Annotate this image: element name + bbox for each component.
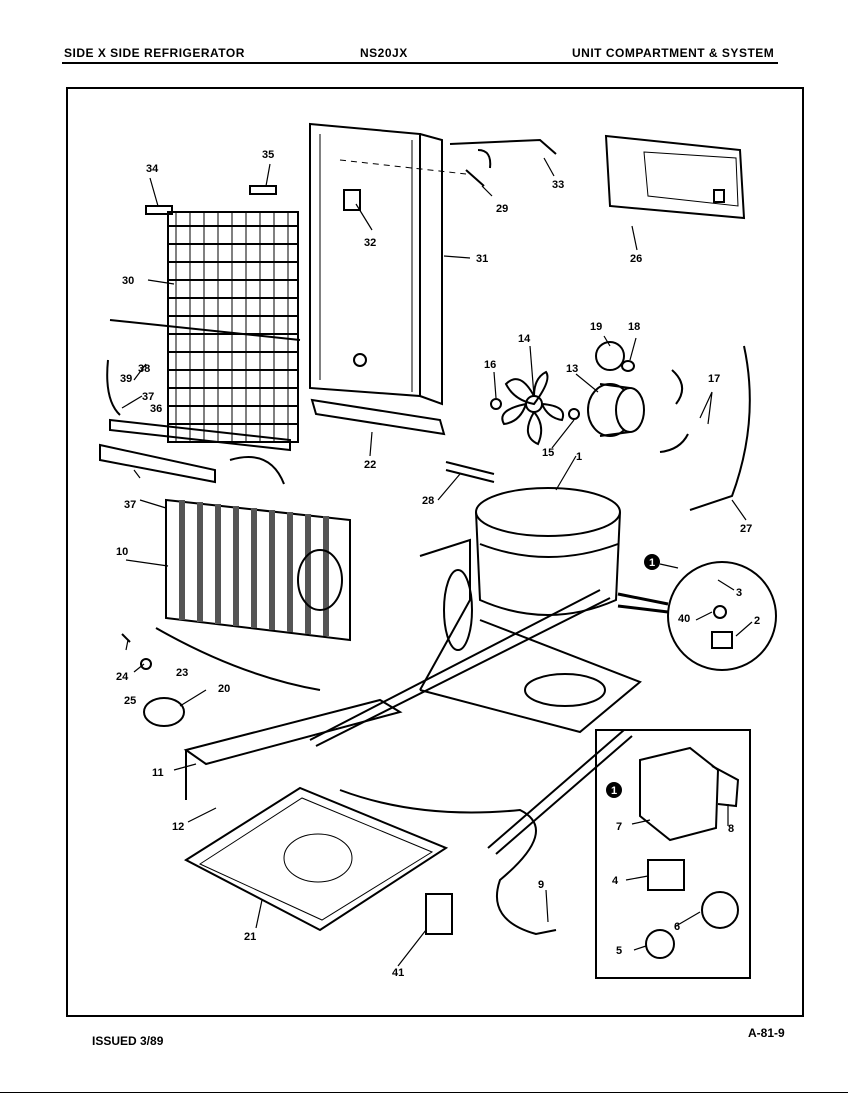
part-2-terminal	[711, 631, 733, 649]
callout-4: 4	[612, 875, 619, 887]
part-5-overload	[645, 929, 675, 959]
condenser	[165, 498, 351, 642]
callout-6: 6	[674, 921, 680, 933]
part-19-grommet	[595, 341, 625, 371]
callout-3: 3	[736, 587, 742, 599]
callout-33: 33	[552, 179, 564, 191]
callout-29: 29	[496, 203, 508, 215]
part-27-strip	[689, 345, 751, 511]
callout-26: 26	[630, 253, 642, 265]
part-40-screw	[713, 605, 727, 619]
evaporator-coil	[106, 211, 301, 443]
part-6-overload	[701, 891, 739, 929]
part-29-clip	[465, 149, 492, 187]
callout-31: 31	[476, 253, 488, 265]
header-section-title: UNIT COMPARTMENT & SYSTEM	[572, 46, 775, 60]
callout-5: 5	[616, 945, 622, 957]
control-box	[604, 134, 746, 220]
ref-marker-main	[644, 554, 660, 570]
callout-23: 23	[176, 667, 188, 679]
part-24-clip	[121, 633, 131, 643]
detail-relay-box	[595, 729, 751, 979]
part-34-clip	[145, 205, 173, 215]
drain-pan	[183, 786, 449, 932]
callout-32: 32	[364, 237, 376, 249]
callout-1: 1	[576, 451, 582, 463]
footer-issue-date: ISSUED 3/89	[92, 1034, 164, 1048]
part-23-wire	[155, 627, 321, 691]
callout-36: 36	[150, 403, 162, 415]
part-41-capacitor	[425, 893, 453, 935]
header-model-type: SIDE X SIDE REFRIGERATOR	[64, 46, 245, 60]
callout-22: 22	[364, 459, 376, 471]
part-28-drier	[445, 461, 495, 483]
callout-39: 39	[120, 373, 132, 385]
detail-terminal-cover	[667, 561, 777, 671]
part-12-tube	[487, 729, 633, 855]
part-15-washer	[568, 408, 580, 420]
callout-20: 20	[218, 683, 230, 695]
callout-16: 16	[484, 359, 496, 371]
ref-marker-main-label: 1	[649, 557, 655, 569]
callout-11: 11	[152, 767, 164, 779]
callout-37-lower: 37	[124, 499, 136, 511]
compressor	[475, 487, 621, 616]
cross-rail	[309, 589, 611, 747]
callout-17: 17	[708, 373, 720, 385]
drain-trough	[310, 398, 446, 436]
callout-8: 8	[728, 823, 734, 835]
callout-10: 10	[116, 546, 128, 558]
callout-30: 30	[122, 275, 134, 287]
diagram-frame	[66, 87, 804, 1017]
callout-15: 15	[542, 447, 554, 459]
air-duct-panel	[309, 122, 443, 406]
callout-13: 13	[566, 363, 578, 375]
callout-25: 25	[124, 695, 136, 707]
callout-2: 2	[754, 615, 760, 627]
part-18-bushing	[621, 360, 635, 372]
callout-35: 35	[262, 149, 274, 161]
ref-marker-detail-label: 1	[611, 785, 617, 797]
part-33-tube	[449, 138, 557, 155]
part-25-grommet	[140, 658, 152, 670]
callout-41: 41	[392, 967, 404, 979]
callout-12: 12	[172, 821, 184, 833]
footer-page-code: A-81-9	[748, 1026, 785, 1040]
part-4-relay	[647, 859, 685, 891]
callout-27: 27	[740, 523, 752, 535]
part-35-clip	[249, 185, 277, 195]
callout-34: 34	[146, 163, 159, 175]
part-16-nut	[490, 398, 502, 410]
callout-18: 18	[628, 321, 640, 333]
motor-brackets	[659, 369, 689, 453]
part-20-motor	[143, 697, 185, 727]
fan-motor	[587, 383, 645, 437]
power-cord	[339, 789, 557, 936]
callout-14: 14	[518, 333, 531, 345]
header-model-number: NS20JX	[360, 46, 408, 60]
callout-37-upper: 37	[142, 391, 154, 403]
part-7-relay-cover	[639, 746, 720, 842]
ref-marker-detail	[606, 782, 622, 798]
part-11-rail	[183, 698, 403, 800]
part-8-clip	[711, 765, 740, 808]
evaporator-brackets	[99, 418, 291, 485]
compressor-base	[419, 538, 642, 734]
callout-28: 28	[422, 495, 434, 507]
callout-24: 24	[116, 671, 129, 683]
callout-40: 40	[678, 613, 690, 625]
callout-21: 21	[244, 931, 256, 943]
callout-7: 7	[616, 821, 622, 833]
header-rule	[62, 62, 778, 64]
callout-19: 19	[590, 321, 602, 333]
bottom-rule	[0, 1092, 848, 1093]
callout-38: 38	[138, 363, 150, 375]
callout-9: 9	[538, 879, 544, 891]
